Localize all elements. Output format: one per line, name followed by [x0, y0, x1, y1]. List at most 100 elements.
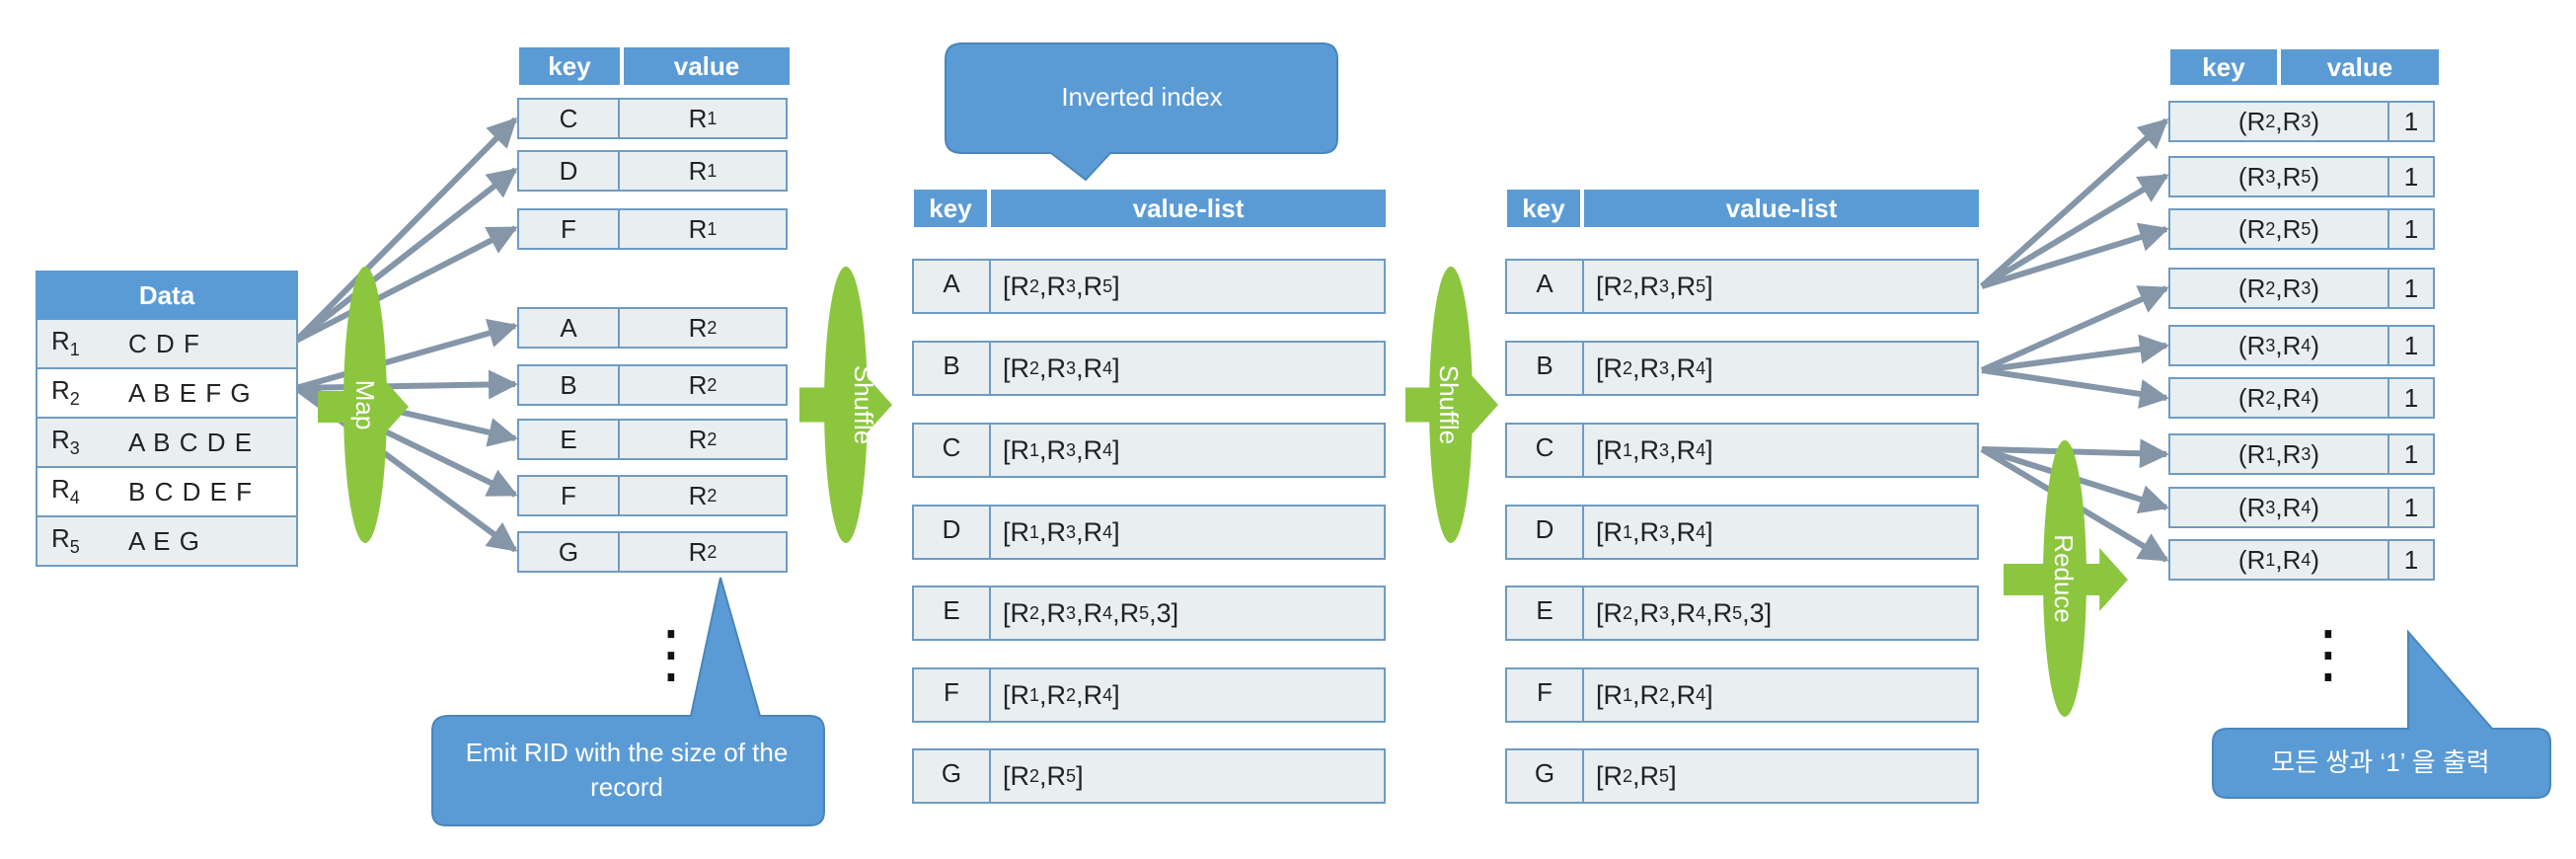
map-value-text: R	[688, 213, 708, 244]
rid-text: R	[2246, 492, 2266, 522]
separator: ,	[1039, 516, 1047, 547]
connector-arrow	[293, 117, 518, 344]
rid-text-sub: 1	[1029, 439, 1040, 460]
rid-text: R	[2246, 438, 2266, 469]
rid-text: R	[1712, 597, 1733, 628]
rid-text: R	[2282, 106, 2302, 136]
map-value-text: R	[688, 369, 708, 400]
rid-text-sub: 4	[1102, 602, 1113, 623]
inverted-table-value-header: value-list	[991, 190, 1386, 227]
rid-text-sub: 5	[1066, 765, 1077, 786]
separator: ,	[2275, 273, 2283, 303]
rid-text: R	[1603, 760, 1624, 791]
separator: ,	[1076, 352, 1084, 383]
connector-arrow	[1981, 438, 2169, 469]
paren-close: )	[2311, 161, 2320, 192]
separator: ,	[1669, 271, 1677, 301]
rid-text: R	[1083, 679, 1103, 710]
bracket-close: ]	[1705, 679, 1713, 710]
separator: ,	[1076, 597, 1084, 628]
map-value-text-sub: 2	[707, 374, 718, 395]
map-label: Map	[350, 379, 381, 430]
data-row-items: B C D E F	[128, 476, 254, 507]
map-value-text: R	[688, 312, 708, 343]
rid-text-sub: 3	[1066, 439, 1077, 460]
rid-text: R	[1010, 679, 1030, 710]
rid-text-sub: 5	[2301, 218, 2311, 239]
rid-text: R	[2282, 492, 2302, 522]
rid-text: R	[2246, 544, 2266, 575]
rid-text-sub: 4	[1696, 439, 1706, 460]
rid-text-sub: 1	[2265, 443, 2276, 464]
map-value-text: R	[688, 536, 708, 567]
rid-text-sub: 3	[2301, 111, 2311, 131]
bracket-close: ]	[1705, 434, 1713, 465]
rid-text: R	[1010, 597, 1030, 628]
paren-close: )	[2311, 213, 2320, 244]
reduce-label: Reduce	[2049, 534, 2080, 623]
separator: ,	[1669, 597, 1677, 628]
paren-open: (	[2237, 382, 2247, 413]
map-row-key: G	[517, 531, 620, 573]
rid-text-sub: 2	[1623, 765, 1633, 786]
rid-text-sub: 5	[1102, 275, 1113, 296]
rid-text-sub: 1	[69, 340, 80, 360]
rid-text-sub: 2	[1659, 684, 1670, 705]
map-value-text-sub: 2	[707, 485, 718, 506]
rid-text: R	[2282, 273, 2302, 303]
data-row-items: A E G	[128, 525, 200, 556]
inverted-table-copy-row-key: A	[1505, 259, 1584, 314]
separator: ,	[1076, 434, 1084, 465]
rid-text: R	[51, 375, 70, 406]
data-table-title: Data	[36, 271, 298, 320]
paren-open: (	[2237, 273, 2247, 303]
paren-close: )	[2311, 330, 2320, 360]
separator: ,	[1076, 516, 1084, 547]
rid-text: R	[51, 425, 70, 455]
bracket-open: [	[1596, 352, 1604, 383]
rid-text: R	[51, 523, 70, 554]
separator: ,	[2275, 544, 2283, 575]
rid-text-sub: 1	[1029, 521, 1040, 542]
separator: ,	[1039, 271, 1047, 301]
rid-text: R	[2246, 106, 2266, 136]
separator: ,	[2275, 492, 2283, 522]
rid-text: R	[1603, 434, 1624, 465]
rid-text-sub: 3	[1659, 357, 1670, 378]
rid-text-sub: 2	[1623, 602, 1633, 623]
rid-text: R	[1676, 597, 1697, 628]
rid-text: R	[1083, 271, 1103, 301]
rid-text-sub: 2	[1623, 357, 1633, 378]
rid-text-sub: 2	[1066, 684, 1077, 705]
value-tail: ,3	[1149, 597, 1172, 628]
rid-text: R	[1046, 597, 1067, 628]
rid-text-sub: 4	[1102, 684, 1113, 705]
data-row-rid: R4	[38, 474, 128, 508]
rid-text: R	[2246, 330, 2266, 360]
paren-close: )	[2311, 273, 2320, 303]
rid-text: R	[1639, 352, 1660, 383]
rid-text-sub: 3	[2265, 166, 2276, 187]
connector-arrow	[1979, 117, 2169, 289]
separator: ,	[1076, 271, 1084, 301]
pair-row-value: 1	[2387, 156, 2435, 197]
bracket-open: [	[1003, 271, 1011, 301]
paren-open: (	[2237, 544, 2247, 575]
connector-arrow	[1981, 367, 2169, 409]
callout-inverted-index-shape	[945, 42, 1338, 182]
rid-text-sub: 5	[1659, 765, 1670, 786]
separator: ,	[1632, 679, 1640, 710]
pair-row-value: 1	[2387, 433, 2435, 475]
rid-text-sub: 2	[2265, 277, 2276, 298]
